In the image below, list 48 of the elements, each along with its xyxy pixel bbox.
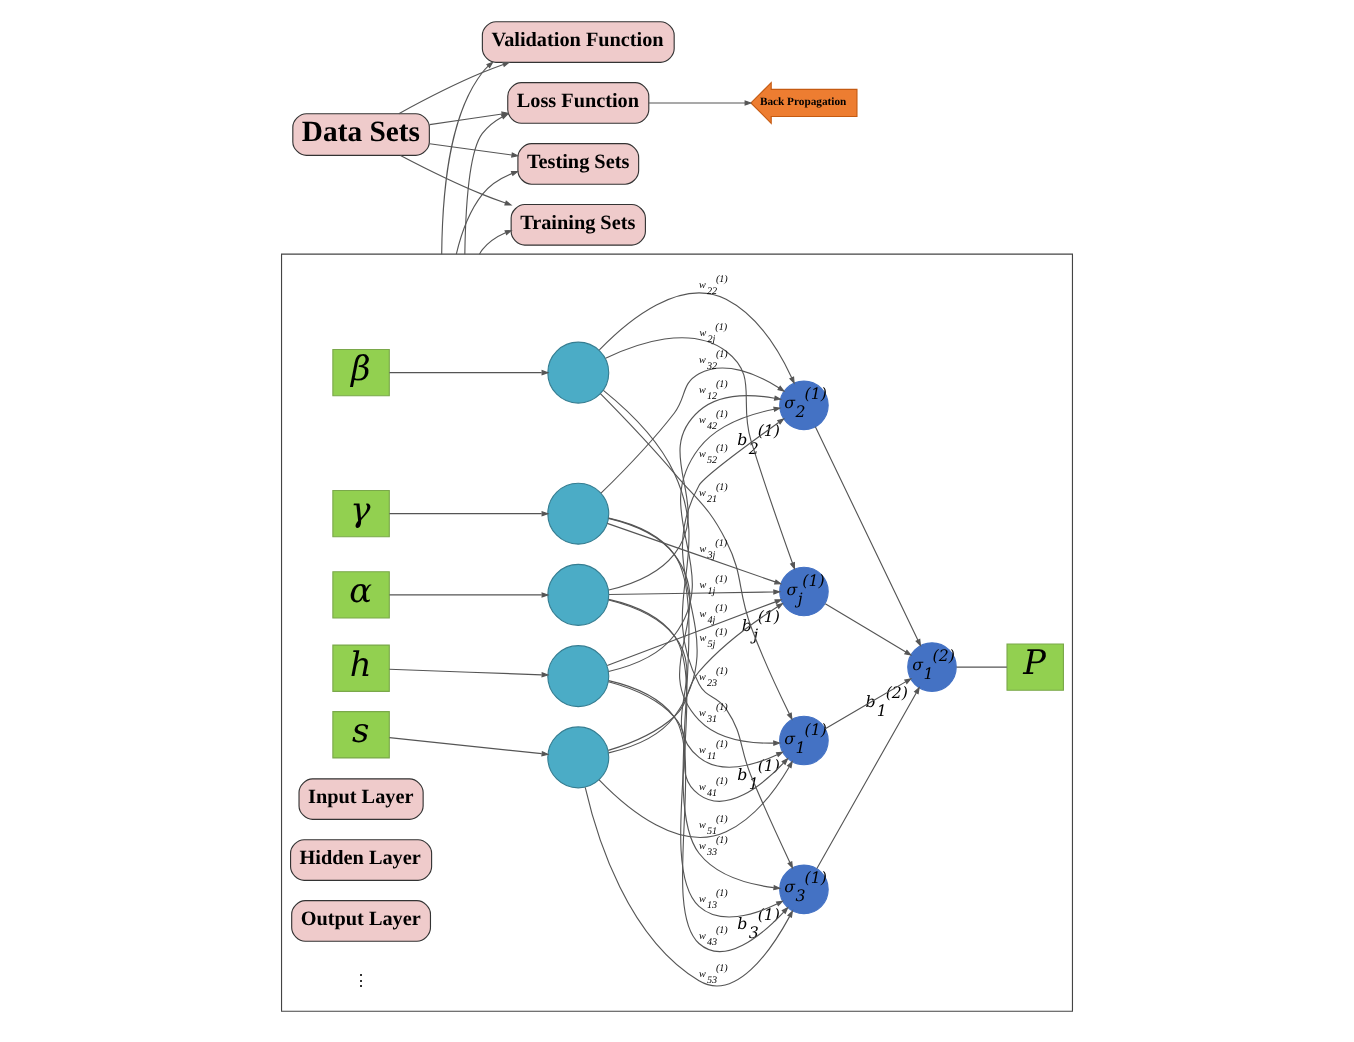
arrow bbox=[602, 389, 794, 870]
node-box: γ bbox=[332, 489, 390, 538]
arrow bbox=[455, 170, 520, 255]
node-box: Testing Sets bbox=[517, 143, 640, 185]
node-box: Loss Function bbox=[507, 82, 650, 124]
node-circle bbox=[547, 726, 610, 789]
label: ⋮ bbox=[353, 972, 370, 991]
node-box: P bbox=[1006, 643, 1064, 691]
node-box: h bbox=[332, 644, 390, 692]
arrow bbox=[388, 592, 550, 598]
arrow bbox=[607, 681, 789, 802]
arrow bbox=[584, 786, 794, 987]
arrow bbox=[605, 337, 796, 571]
node-circle bbox=[547, 563, 610, 626]
arrow bbox=[824, 603, 913, 656]
arrow bbox=[441, 61, 494, 255]
node-box: β bbox=[332, 348, 390, 397]
arrow bbox=[606, 522, 783, 585]
arrow bbox=[399, 154, 513, 206]
arrow bbox=[816, 686, 920, 870]
arrow bbox=[429, 143, 520, 158]
node-box: s bbox=[332, 711, 390, 759]
node-box: Hidden Layer bbox=[290, 839, 433, 881]
arrow bbox=[388, 737, 550, 757]
arrow bbox=[599, 393, 793, 721]
connector bbox=[955, 666, 1008, 668]
node-circle bbox=[547, 482, 610, 545]
arrow bbox=[824, 678, 913, 730]
arrow bbox=[388, 668, 550, 678]
node-box: Input Layer bbox=[298, 778, 424, 820]
arrow bbox=[648, 100, 753, 106]
node-box: Data Sets bbox=[292, 113, 430, 156]
arrow bbox=[608, 417, 785, 754]
arrow bbox=[814, 426, 922, 647]
node-circle bbox=[547, 341, 610, 404]
arrow bbox=[598, 292, 795, 385]
arrow bbox=[388, 369, 550, 376]
node-box: α bbox=[332, 571, 390, 619]
arrow bbox=[608, 589, 782, 595]
node-box: Validation Function bbox=[481, 21, 675, 63]
cluster bbox=[280, 253, 1074, 1012]
node-circle bbox=[547, 645, 610, 708]
arrow bbox=[388, 510, 550, 517]
node-box: Output Layer bbox=[291, 900, 432, 942]
node-box: Training Sets bbox=[510, 203, 646, 246]
arrow bbox=[478, 229, 513, 255]
arrow bbox=[600, 367, 786, 494]
arrow bbox=[608, 680, 789, 953]
